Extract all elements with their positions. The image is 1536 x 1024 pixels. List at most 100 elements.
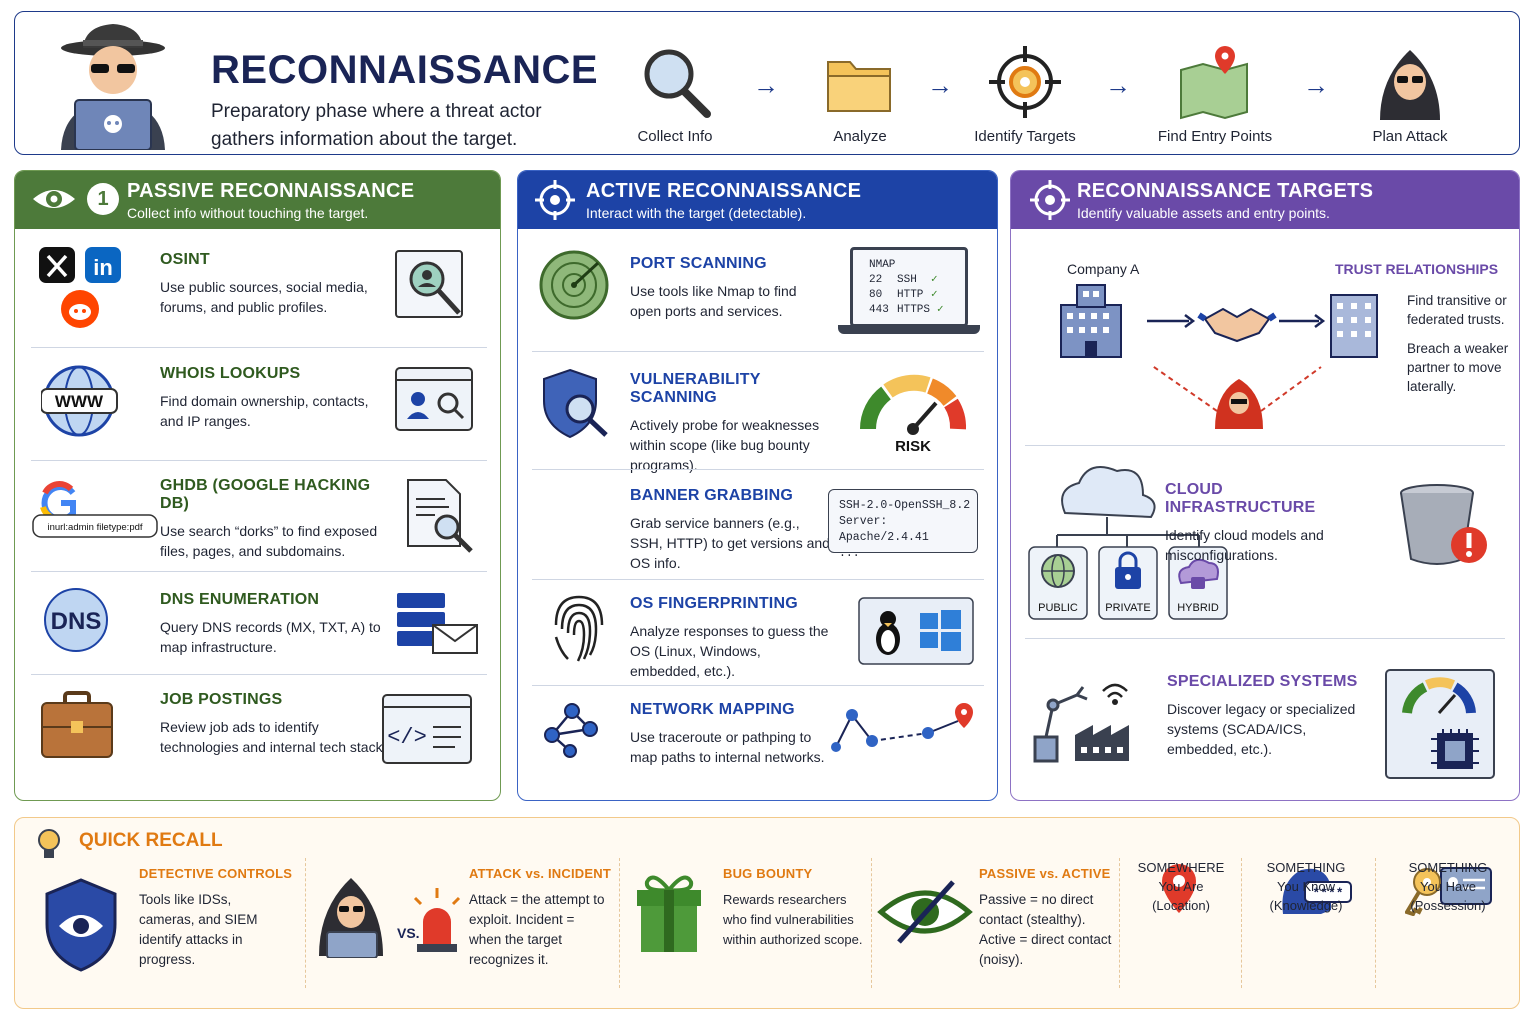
svg-text:DNS: DNS xyxy=(51,608,102,635)
item-title: OS FINGERPRINTING xyxy=(630,595,798,612)
folder-icon xyxy=(827,61,891,112)
social-media-icons: in xyxy=(39,247,121,328)
network-nodes-icon xyxy=(544,703,598,758)
server-mail-icon xyxy=(397,593,478,654)
item-desc: Use public sources, social media, forums… xyxy=(160,279,368,315)
check-icon: ✓ xyxy=(931,274,938,286)
banner-line: SSH-2.0-OpenSSH_8.2 xyxy=(839,499,971,512)
panel-title: ACTIVE RECONNAISSANCE xyxy=(586,180,862,202)
divider xyxy=(31,674,487,675)
quick-recall-panel: QUICK RECALL DETECTIVE CONTROLS Tools li… xyxy=(14,817,1520,1009)
flow-arrow: → xyxy=(753,70,779,100)
nmap-label: NMAP xyxy=(869,259,896,271)
recall-item-title: ATTACK vs. INCIDENT xyxy=(469,866,611,881)
panel-subtitle: Interact with the target (detectable). xyxy=(586,205,807,221)
item-desc: Use traceroute or pathping to map paths … xyxy=(630,729,825,765)
item-banner-grabbing: BANNER GRABBING Grab service banners (e.… xyxy=(630,487,830,573)
divider xyxy=(1241,858,1242,988)
magnifier-icon xyxy=(644,49,711,118)
item-desc: Find domain ownership, contacts, and IP … xyxy=(160,393,369,429)
flow-arrow: → xyxy=(927,70,953,100)
divider xyxy=(532,351,984,352)
os-logos-icon xyxy=(858,597,974,665)
windows-icon xyxy=(920,610,961,651)
passive-header: 1 PASSIVE RECONNAISSANCE Collect info wi… xyxy=(15,171,500,229)
flow-arrow: → xyxy=(1303,70,1329,100)
eye-crossed-icon xyxy=(877,880,973,944)
item-desc: Discover legacy or specialized systems (… xyxy=(1167,701,1356,757)
item-cloud-infrastructure: CLOUD INFRASTRUCTURE Identify cloud mode… xyxy=(1165,481,1365,565)
www-globe-icon: WWW xyxy=(41,365,118,437)
map-pin-icon xyxy=(1180,46,1248,120)
risk-gauge-icon: RISK xyxy=(860,374,966,455)
divider xyxy=(31,347,487,348)
item-job-postings: JOB POSTINGS Review job ads to identify … xyxy=(160,691,390,757)
item-title: DNS ENUMERATION xyxy=(160,591,320,608)
code-window-icon: </> xyxy=(382,694,472,764)
crosshair-icon xyxy=(1030,180,1070,220)
building-icon xyxy=(1060,284,1122,358)
recall-item-desc: Passive = no direct contact (stealthy). … xyxy=(979,892,1112,967)
shield-search-icon xyxy=(543,368,608,439)
item-desc: Identify cloud models and misconfigurati… xyxy=(1165,527,1324,563)
briefcase-icon xyxy=(41,691,113,758)
item-title: OSINT xyxy=(160,251,210,268)
svg-text:inurl:admin filetype:pdf: inurl:admin filetype:pdf xyxy=(47,522,142,533)
step-number-badge: 1 xyxy=(87,183,119,215)
bucket-alert-icon xyxy=(1400,484,1487,565)
document-search-icon xyxy=(407,479,473,553)
crosshair-icon xyxy=(989,46,1061,118)
linux-icon xyxy=(876,611,900,655)
item-title: CLOUD INFRASTRUCTURE xyxy=(1165,481,1316,516)
recall-item-desc: Tools like IDSs, cameras, and SIEM ident… xyxy=(139,892,258,967)
header-banner: RECONNAISSANCE Preparatory phase where a… xyxy=(14,11,1520,155)
item-os-fingerprinting: OS FINGERPRINTING Analyze responses to g… xyxy=(630,595,830,681)
item-desc: Actively probe for weaknesses within sco… xyxy=(630,417,820,473)
step-label: Analyze xyxy=(833,128,887,145)
panel-subtitle: Collect info without touching the target… xyxy=(127,205,369,221)
check-icon: ✓ xyxy=(931,289,938,301)
active-recon-panel: ACTIVE RECONNAISSANCE Interact with the … xyxy=(517,170,998,801)
item-port-scanning: PORT SCANNING Use tools like Nmap to fin… xyxy=(630,255,820,321)
svg-text:PUBLIC: PUBLIC xyxy=(1038,602,1078,614)
crosshair-icon xyxy=(535,180,575,220)
item-title: GHDB (GOOGLE HACKING DB) xyxy=(160,477,371,512)
divider xyxy=(31,460,487,461)
svg-text:RISK: RISK xyxy=(895,438,931,455)
item-ghdb: GHDB (GOOGLE HACKING DB) Use search “dor… xyxy=(160,477,400,561)
panel-subtitle: Identify valuable assets and entry point… xyxy=(1077,205,1330,221)
panel-title: PASSIVE RECONNAISSANCE xyxy=(127,180,415,202)
banner-line: Server: Apache/2.4.41 xyxy=(839,515,929,544)
panel-title: RECONNAISSANCE TARGETS xyxy=(1077,180,1374,202)
divider xyxy=(1025,445,1505,446)
item-title: WHOIS LOOKUPS xyxy=(160,365,301,382)
step-collect-info: Collect Info xyxy=(600,42,750,145)
trust-title: TRUST RELATIONSHIPS xyxy=(1335,261,1499,277)
passive-recon-panel: 1 PASSIVE RECONNAISSANCE Collect info wi… xyxy=(14,170,501,801)
hacker-icon xyxy=(61,24,165,150)
divider xyxy=(532,685,984,686)
divider xyxy=(1025,638,1505,639)
step-plan-attack: Plan Attack xyxy=(1335,42,1485,145)
item-desc: Grab service banners (e.g., SSH, HTTP) t… xyxy=(630,515,830,571)
partner-building-icon xyxy=(1330,294,1378,358)
step-label: Identify Targets xyxy=(974,128,1076,145)
divider xyxy=(31,571,487,572)
divider xyxy=(305,858,306,988)
item-desc: Review job ads to identify technologies … xyxy=(160,719,387,755)
svg-text:WWW: WWW xyxy=(55,392,104,411)
item-desc: Analyze responses to guess the OS (Linux… xyxy=(630,623,829,679)
route-path-icon xyxy=(831,703,973,752)
industrial-systems-icon xyxy=(1033,683,1129,763)
handshake-icon xyxy=(1197,307,1277,343)
recall-item-title: PASSIVE vs. ACTIVE xyxy=(979,866,1111,881)
item-desc: Use search “dorks” to find exposed files… xyxy=(160,523,378,559)
company-label: Company A xyxy=(1067,261,1140,277)
trust-desc-1: Find transitive or federated trusts. xyxy=(1407,293,1507,327)
